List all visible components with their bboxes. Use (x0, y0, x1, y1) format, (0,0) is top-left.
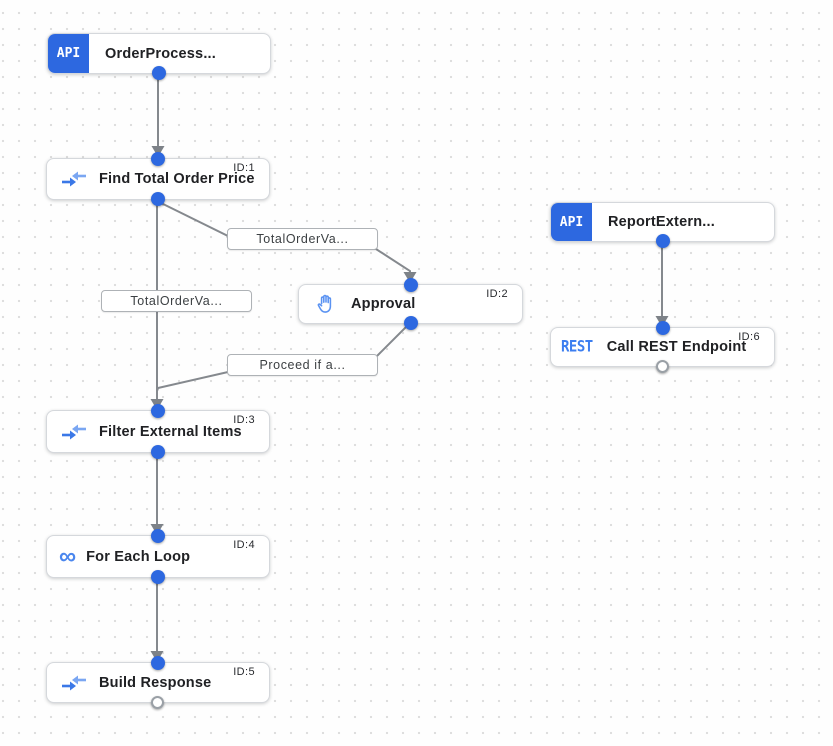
input-connector[interactable] (403, 278, 418, 292)
node-approval[interactable]: Approval ID:2 (298, 278, 523, 330)
node-call-rest-endpoint[interactable]: REST Call REST Endpoint ID:6 (550, 321, 775, 373)
task-id-badge: ID:5 (233, 666, 255, 678)
input-connector[interactable] (151, 656, 165, 670)
data-mapping-icon (59, 170, 89, 188)
edge-order-to-findtotal[interactable] (151, 74, 165, 157)
data-mapping-icon (59, 674, 89, 692)
edge-report-to-rest[interactable] (655, 242, 669, 327)
output-connector[interactable] (151, 570, 165, 584)
task-id-badge: ID:1 (233, 162, 255, 174)
node-report-trigger[interactable]: API ReportExtern... (550, 202, 775, 248)
output-connector[interactable] (152, 66, 166, 80)
node-label: Approval (351, 296, 416, 312)
output-connector[interactable] (403, 316, 418, 330)
node-label: Build Response (99, 674, 212, 691)
api-trigger-icon: API (551, 203, 592, 241)
input-connector[interactable] (655, 321, 670, 335)
node-find-total-order-price[interactable]: Find Total Order Price ID:1 (46, 152, 270, 206)
output-connector[interactable] (151, 445, 165, 459)
edge-label-totalorder-to-approval[interactable]: TotalOrderVa... (227, 228, 378, 250)
task-id-badge: ID:2 (486, 288, 508, 300)
task-id-badge: ID:3 (233, 414, 255, 426)
rest-task-icon: REST (561, 337, 593, 357)
node-for-each-loop[interactable]: ∞ For Each Loop ID:4 (46, 529, 270, 584)
input-connector[interactable] (151, 404, 165, 418)
node-label: OrderProcess... (105, 45, 216, 62)
node-label: For Each Loop (86, 548, 191, 565)
output-connector[interactable] (151, 192, 165, 206)
node-filter-external-items[interactable]: Filter External Items ID:3 (46, 404, 270, 459)
end-connector[interactable] (151, 696, 164, 709)
edge-filter-to-foreach[interactable] (150, 453, 164, 535)
api-trigger-icon: API (48, 34, 89, 73)
approval-hand-icon (311, 293, 341, 315)
edge-label-proceed-if[interactable]: Proceed if a... (227, 354, 378, 376)
node-label: Call REST Endpoint (606, 339, 747, 355)
edge-label-totalorder-to-filter[interactable]: TotalOrderVa... (101, 290, 252, 312)
output-connector[interactable] (655, 234, 670, 248)
node-label: ReportExtern... (608, 214, 715, 230)
input-connector[interactable] (151, 529, 165, 543)
node-build-response[interactable]: Build Response ID:5 (46, 656, 270, 709)
task-id-badge: ID:4 (233, 539, 255, 551)
task-id-badge: ID:6 (738, 331, 760, 343)
node-label: Find Total Order Price (99, 171, 255, 187)
node-order-trigger[interactable]: API OrderProcess... (47, 33, 271, 80)
input-connector[interactable] (151, 152, 165, 166)
infinity-loop-icon: ∞ (59, 542, 77, 570)
data-mapping-icon (59, 423, 89, 441)
end-connector[interactable] (655, 360, 669, 373)
node-label: Filter External Items (99, 423, 242, 440)
edge-foreach-to-build[interactable] (150, 578, 164, 662)
